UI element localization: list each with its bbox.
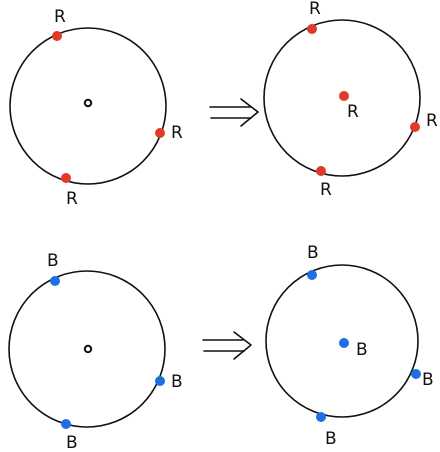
circle-blue-after bbox=[265, 264, 419, 418]
blue-label-right: B bbox=[422, 370, 434, 390]
red-label-right: R bbox=[171, 123, 183, 143]
blue-point-center bbox=[339, 338, 349, 348]
red-label-bottom: R bbox=[66, 189, 78, 209]
blue-point-bottom bbox=[61, 419, 71, 429]
red-label-center: R bbox=[347, 102, 359, 122]
circle-blue-before bbox=[8, 270, 166, 428]
blue-label-bottom: B bbox=[66, 433, 78, 452]
circle-red-after bbox=[263, 19, 421, 177]
red-label-top: R bbox=[309, 0, 321, 19]
blue-point-right bbox=[155, 376, 165, 386]
red-label-bottom: R bbox=[320, 180, 332, 200]
red-label-right: R bbox=[426, 111, 438, 131]
blue-point-right bbox=[411, 369, 421, 379]
blue-label-center: B bbox=[356, 340, 368, 360]
panel-blue-after: B B B B bbox=[265, 243, 434, 449]
blue-label-top: B bbox=[307, 243, 319, 263]
blue-label-right: B bbox=[171, 372, 183, 392]
blue-point-top bbox=[307, 270, 317, 280]
blue-label-bottom: B bbox=[325, 429, 337, 449]
implies-arrow-icon bbox=[202, 331, 252, 360]
red-label-top: R bbox=[54, 7, 66, 27]
center-point bbox=[83, 98, 93, 108]
blue-point-top bbox=[50, 276, 60, 286]
red-point-bottom bbox=[316, 166, 326, 176]
panel-red-after: R R R R bbox=[263, 0, 438, 200]
panel-red-before: R R R bbox=[9, 7, 183, 209]
implies-arrow-icon bbox=[209, 98, 259, 127]
red-point-right bbox=[155, 128, 165, 138]
red-point-right bbox=[410, 122, 420, 132]
red-point-bottom bbox=[61, 173, 71, 183]
center-point bbox=[83, 344, 93, 354]
red-point-top bbox=[307, 24, 317, 34]
red-point-center bbox=[339, 91, 349, 101]
circle-red-before bbox=[9, 27, 167, 185]
panel-blue-before: B B B bbox=[8, 251, 183, 452]
blue-point-bottom bbox=[316, 412, 326, 422]
red-point-top bbox=[52, 31, 62, 41]
blue-label-top: B bbox=[47, 251, 59, 271]
